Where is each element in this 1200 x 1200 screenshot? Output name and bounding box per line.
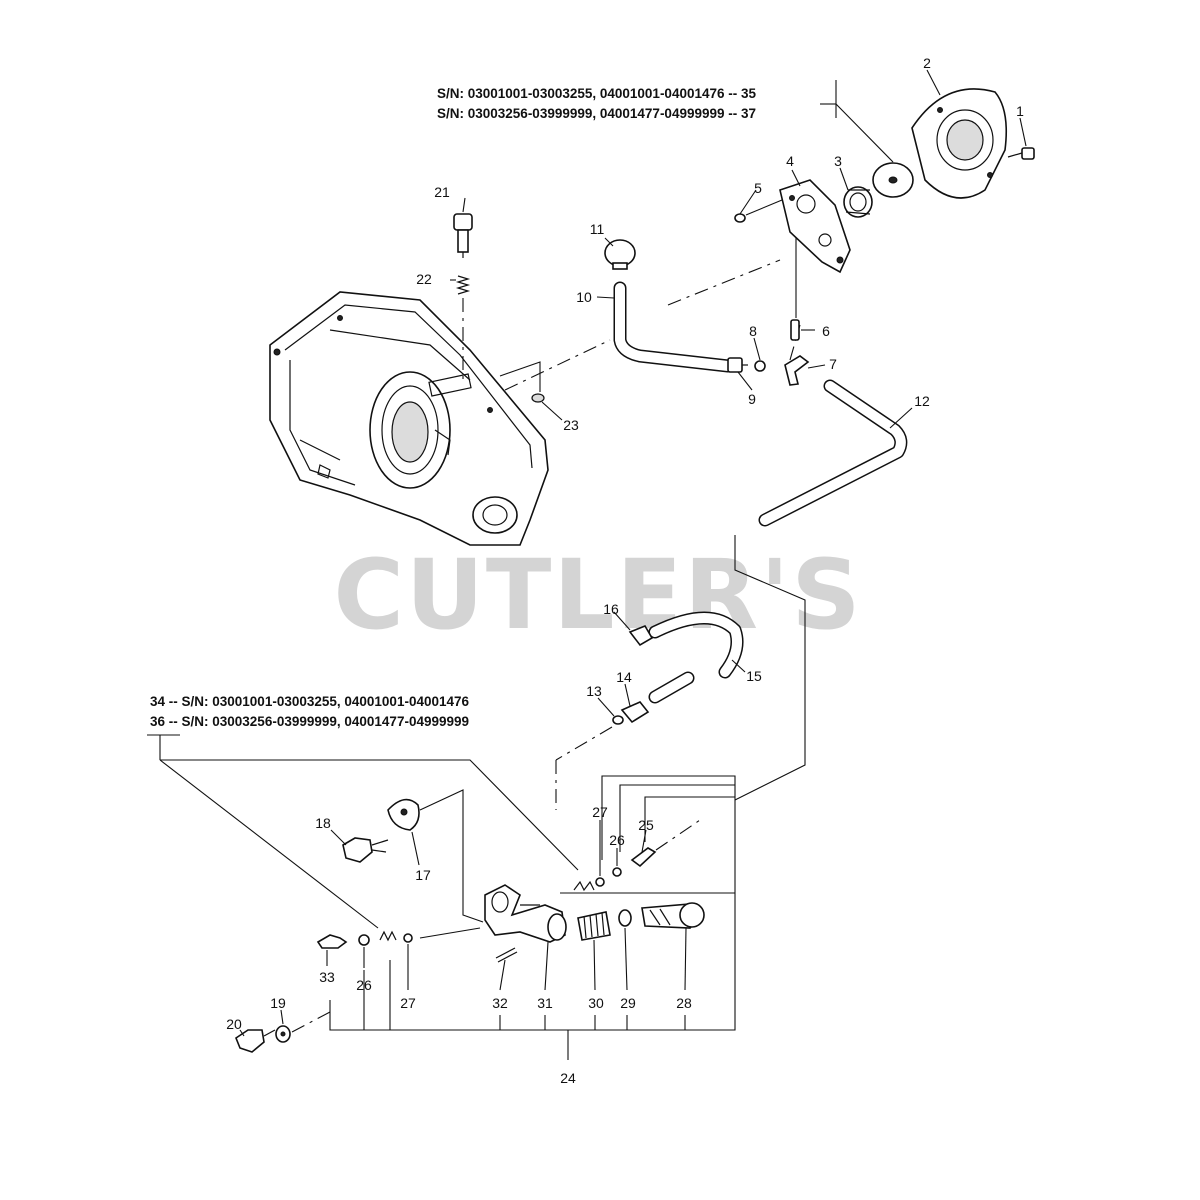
callout-25: 25 xyxy=(638,817,654,833)
callout-10: 10 xyxy=(576,289,592,305)
part-4-oil-pump xyxy=(779,179,851,274)
callout-23: 23 xyxy=(563,417,579,433)
part-1-bolt xyxy=(1007,147,1035,160)
callout-26-left: 26 xyxy=(356,977,372,993)
callout-4: 4 xyxy=(786,153,794,169)
callout-18: 18 xyxy=(315,815,331,831)
part-12-oil-hose xyxy=(758,379,908,527)
callout-2: 2 xyxy=(923,55,931,71)
part-20-screw xyxy=(235,1029,276,1053)
part-33-adjust-screw xyxy=(316,934,348,949)
part-31-pump-body xyxy=(484,884,567,943)
part-22-spring xyxy=(455,275,471,295)
callout-13: 13 xyxy=(586,683,602,699)
callout-6: 6 xyxy=(822,323,830,339)
part-2-guide-plate xyxy=(911,88,1008,199)
callout-9: 9 xyxy=(748,391,756,407)
callout-19: 19 xyxy=(270,995,286,1011)
callout-8: 8 xyxy=(749,323,757,339)
part-5-o-ring xyxy=(734,213,746,223)
callout-31: 31 xyxy=(537,995,553,1011)
part-26-washer-left xyxy=(358,934,370,946)
part-13-o-ring xyxy=(612,715,624,725)
callout-5: 5 xyxy=(754,180,762,196)
callout-16: 16 xyxy=(603,601,619,617)
part-32-pin xyxy=(495,947,518,963)
callout-32: 32 xyxy=(492,995,508,1011)
serial-note-bottom: 34 -- S/N: 03001001-03003255, 04001001-0… xyxy=(150,694,470,729)
serial-note-top: S/N: 03001001-03003255, 04001001-0400147… xyxy=(437,86,757,121)
part-29-o-ring xyxy=(618,909,632,927)
callout-7: 7 xyxy=(829,356,837,372)
part-17-diaphragm xyxy=(387,798,420,831)
part-23-grommet xyxy=(531,393,545,403)
part-25-screw xyxy=(630,847,657,868)
callout-12: 12 xyxy=(914,393,930,409)
serial-note-bottom-line-2: 36 -- S/N: 03003256-03999999, 04001477-0… xyxy=(150,714,469,729)
part-6-pin xyxy=(790,319,800,341)
part-8-nut xyxy=(754,360,766,372)
callout-15: 15 xyxy=(746,668,762,684)
callout-26-right: 26 xyxy=(609,832,625,848)
part-3-worm-gear xyxy=(843,186,873,218)
callout-30: 30 xyxy=(588,995,604,1011)
crankcase-housing xyxy=(269,291,549,546)
callout-20: 20 xyxy=(226,1016,242,1032)
serial-note-top-line-1: S/N: 03001001-03003255, 04001001-0400147… xyxy=(437,86,757,101)
part-14-fitting xyxy=(620,701,650,724)
callout-27-left: 27 xyxy=(400,995,416,1011)
callout-28: 28 xyxy=(676,995,692,1011)
part-35-37-washer xyxy=(872,162,914,198)
part-27-ball-left xyxy=(403,933,413,943)
callout-22: 22 xyxy=(416,271,432,287)
part-34-36-spring-left xyxy=(379,930,397,942)
callout-29: 29 xyxy=(620,995,636,1011)
serial-note-top-line-2: S/N: 03003256-03999999, 04001477-0499999… xyxy=(437,106,756,121)
callout-21: 21 xyxy=(434,184,450,200)
part-26-washer-right xyxy=(612,867,622,877)
callout-24: 24 xyxy=(560,1070,576,1086)
part-15-hose xyxy=(648,611,744,704)
part-21-oil-tank-screw xyxy=(453,213,473,258)
callout-33: 33 xyxy=(319,969,335,985)
part-34-36-spring xyxy=(573,880,595,892)
part-28-plunger xyxy=(641,902,705,929)
callout-27-right: 27 xyxy=(592,804,608,820)
watermark-text: CUTLER'S xyxy=(333,539,862,651)
callout-11: 11 xyxy=(590,221,605,237)
part-11-filter xyxy=(604,239,636,270)
part-19-washer xyxy=(275,1025,291,1043)
part-16-elbow xyxy=(628,625,654,647)
part-7-connector xyxy=(784,355,810,386)
part-9-fitting xyxy=(727,357,748,373)
callout-labels: 1 2 3 4 5 6 7 8 9 10 11 12 13 14 15 16 1… xyxy=(226,55,1024,1086)
part-10-oil-hose xyxy=(613,281,735,373)
callout-1: 1 xyxy=(1016,103,1024,119)
part-27-ball-right xyxy=(595,877,605,887)
part-18-plug xyxy=(342,837,389,863)
callout-14: 14 xyxy=(616,669,632,685)
serial-note-bottom-line-1: 34 -- S/N: 03001001-03003255, 04001001-0… xyxy=(150,694,470,709)
callout-17: 17 xyxy=(415,867,431,883)
callout-3: 3 xyxy=(834,153,842,169)
part-30-spring xyxy=(577,911,611,941)
